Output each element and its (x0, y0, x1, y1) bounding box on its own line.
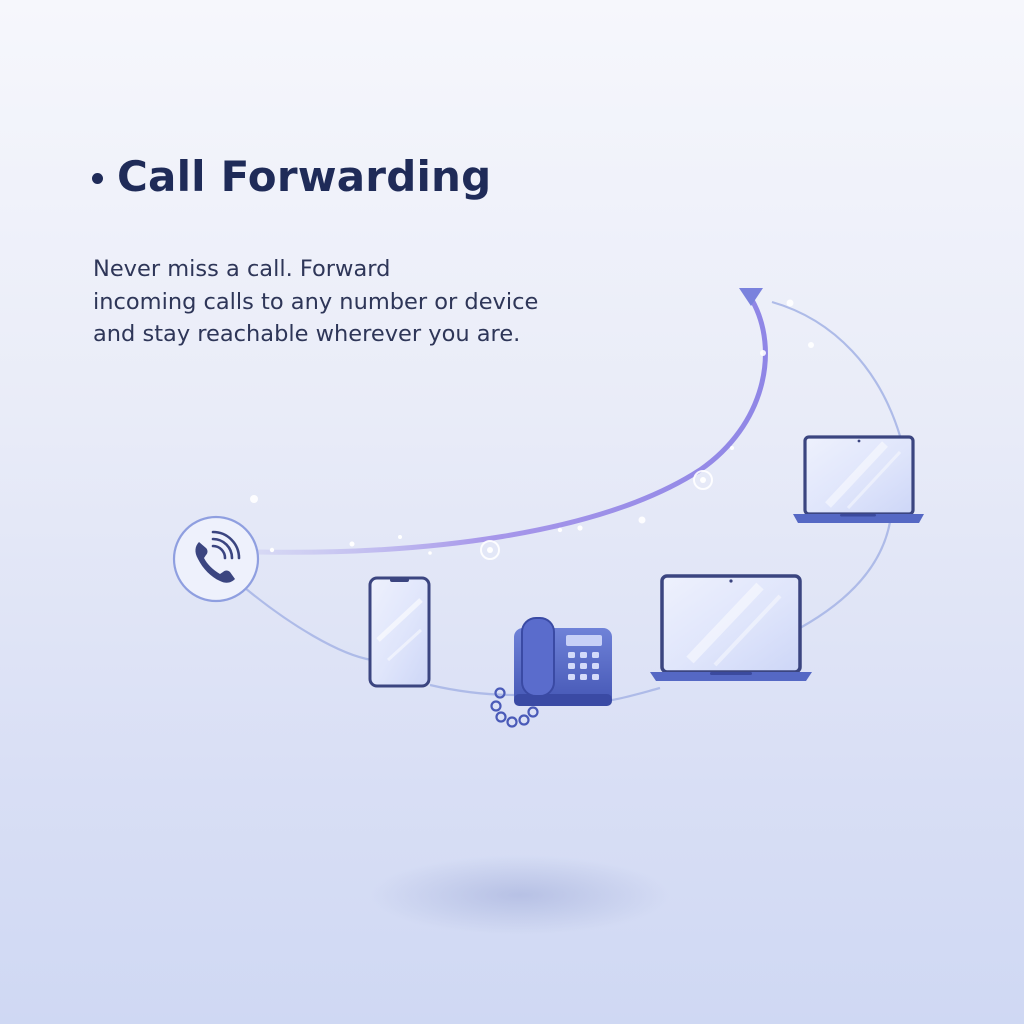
floor-shadow (370, 855, 670, 935)
connection-line (771, 300, 902, 437)
feature-description: Never miss a call. Forward incoming call… (93, 253, 563, 351)
laptop-small-icon (793, 435, 924, 523)
connection-line (799, 521, 892, 629)
connection-line (244, 587, 373, 662)
node-rings (480, 470, 713, 560)
feature-header: Call Forwarding (92, 152, 491, 201)
connection-line (429, 683, 516, 697)
arrow-head-icon (739, 288, 763, 306)
bullet-icon (92, 173, 103, 184)
forwarding-arc (255, 297, 768, 555)
description-line: and stay reachable wherever you are. (93, 321, 521, 347)
sparkle-dots (250, 299, 814, 555)
smartphone-icon (368, 576, 431, 688)
laptop-icon (650, 574, 812, 681)
phone-call-icon (172, 515, 260, 603)
connection-line (611, 686, 661, 702)
desk-phone-icon (490, 617, 612, 728)
feature-title: Call Forwarding (117, 152, 492, 201)
description-line: incoming calls to any number or device (93, 288, 539, 315)
description-line: Never miss a call. Forward (93, 256, 391, 282)
